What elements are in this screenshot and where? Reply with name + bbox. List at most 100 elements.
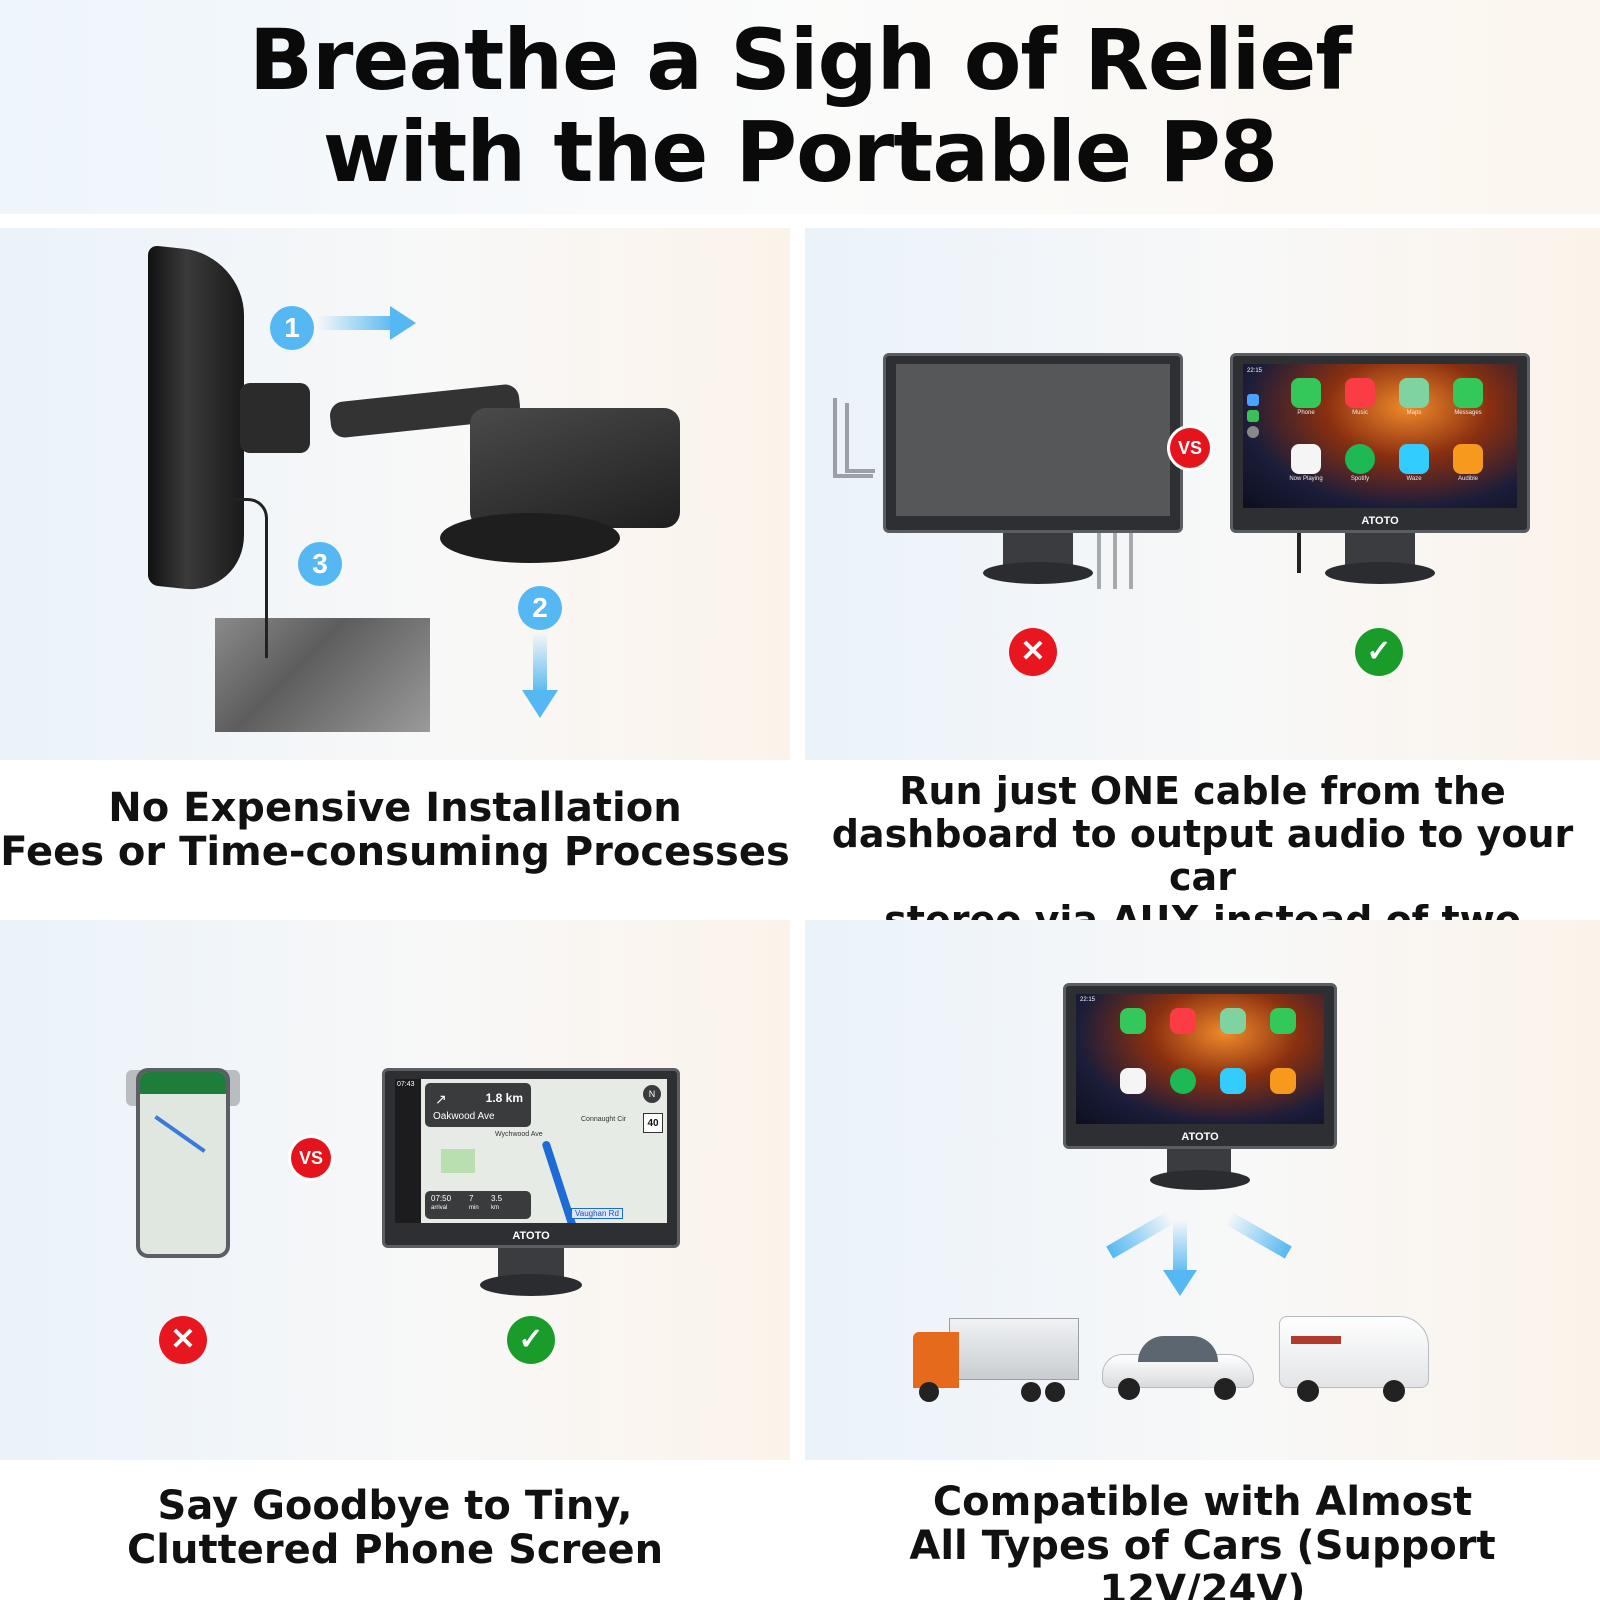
nav-arrival: 07:50 <box>431 1194 452 1203</box>
old-screen-stand-base <box>983 562 1093 584</box>
old-screen-image <box>883 353 1183 533</box>
nav-mins: 7 <box>469 1194 474 1203</box>
sidebar-phone-icon <box>1247 410 1259 422</box>
compat-app-maps-icon <box>1220 1008 1246 1034</box>
panel-compatibility: 22:15 ATOTO <box>805 920 1600 1460</box>
step-1-arrowhead-icon <box>390 306 416 340</box>
step-1-arrow-icon <box>318 316 396 330</box>
app-audible-icon <box>1453 444 1483 474</box>
old-screen-cable-mid-image <box>1113 533 1117 589</box>
mount-ball-image <box>240 383 310 453</box>
vs-badge-cable: VS <box>1170 428 1210 468</box>
app-phone-label: Phone <box>1297 410 1315 416</box>
nav-eta-card: 07:50 arrival 7 min 3.5 km <box>425 1191 531 1219</box>
step-3-badge: 3 <box>298 542 342 586</box>
nav-mins-label: min <box>469 1205 479 1211</box>
app-music-icon <box>1345 378 1375 408</box>
single-cable-image <box>1297 533 1301 573</box>
car-console-image <box>215 618 430 732</box>
nav-street: Oakwood Ave <box>433 1111 495 1122</box>
compat-app-spotify-icon <box>1170 1068 1196 1094</box>
app-maps-label: Maps <box>1406 410 1422 416</box>
panel-cable: VS 22:15 Phone Music Maps Messages Now P… <box>805 228 1600 760</box>
step-2-arrow-icon <box>533 632 547 694</box>
app-audible-label: Audible <box>1457 476 1478 482</box>
compat-app-phone-icon <box>1120 1008 1146 1034</box>
nav-speed-limit: 40 <box>643 1113 663 1133</box>
compat-brand-logo: ATOTO <box>1181 1131 1219 1143</box>
caption-band-compat: Compatible with Almost All Types of Cars… <box>805 1460 1600 1600</box>
caption-compat-line-2: All Types of Cars (Support 12V/24V) <box>909 1523 1496 1600</box>
app-messages-icon <box>1453 378 1483 408</box>
app-spotify-label: Spotify <box>1350 476 1370 482</box>
compat-carplay-screen-image: 22:15 ATOTO <box>1063 983 1337 1149</box>
caption-installation-line-2: Fees or Time-consuming Processes <box>0 829 790 875</box>
old-screen-cables-image <box>1097 533 1133 589</box>
caption-band-screen: Say Goodbye to Tiny, Cluttered Phone Scr… <box>0 1460 790 1600</box>
compat-stand-base <box>1150 1170 1250 1190</box>
cross-icon: ✕ <box>1009 628 1057 676</box>
old-screen-display <box>896 364 1170 516</box>
compat-app-audible-icon <box>1270 1068 1296 1094</box>
arrow-right-icon <box>1224 1211 1292 1259</box>
caption-cable-line-2: dashboard to output audio to your car <box>831 812 1574 899</box>
nav-turn-arrow-icon: ↗ <box>435 1091 447 1107</box>
step-2-arrowhead-icon <box>522 690 558 718</box>
panel-installation: 1 2 3 <box>0 228 790 760</box>
caption-screen: Say Goodbye to Tiny, Cluttered Phone Scr… <box>0 1484 790 1572</box>
sidebar-settings-icon <box>1247 426 1259 438</box>
app-maps-icon <box>1399 378 1429 408</box>
checkmark-icon-2: ✓ <box>507 1316 555 1364</box>
nav-display: 07:43 1.8 km ↗ Oakwood Ave Wychwood Ave … <box>395 1079 667 1223</box>
carplay-stand-base <box>1325 562 1435 584</box>
caption-installation: No Expensive Installation Fees or Time-c… <box>0 786 790 874</box>
nav-km: 3.5 <box>491 1194 503 1203</box>
phone-nav-banner <box>140 1072 226 1094</box>
nav-park-area <box>441 1149 475 1173</box>
caption-installation-line-1: No Expensive Installation <box>108 785 682 831</box>
vs-badge-screen: VS <box>291 1138 331 1178</box>
phone-image <box>136 1068 230 1258</box>
multi-cable-lines-2-image <box>845 403 875 473</box>
nav-street-label-2: Wychwood Ave <box>495 1131 543 1138</box>
compat-carplay-display: 22:15 <box>1076 994 1324 1124</box>
caption-cable: Run just ONE cable from the dashboard to… <box>805 770 1600 942</box>
nav-street-label-3: Connaught Cir <box>581 1116 627 1123</box>
app-phone-icon <box>1291 378 1321 408</box>
nav-destination: Vaughan Rd <box>571 1208 623 1219</box>
device-side-image <box>148 244 244 596</box>
nav-sidebar: 07:43 <box>395 1079 421 1223</box>
step-2-badge: 2 <box>518 586 562 630</box>
compat-app-music-icon <box>1170 1008 1196 1034</box>
page-title: Breathe a Sigh of Relief with the Portab… <box>0 14 1600 198</box>
nav-turn-card: 1.8 km ↗ Oakwood Ave <box>425 1083 531 1127</box>
compat-app-nowplaying-icon <box>1120 1068 1146 1094</box>
nav-distance: 1.8 km <box>485 1091 523 1105</box>
carplay-screen-image: 22:15 Phone Music Maps Messages Now Play… <box>1230 353 1530 533</box>
caption-screen-line-1: Say Goodbye to Tiny, <box>157 1483 633 1529</box>
caption-screen-line-2: Cluttered Phone Screen <box>126 1527 664 1573</box>
arrow-down-icon <box>1173 1220 1187 1276</box>
caption-band-cable: Run just ONE cable from the dashboard to… <box>805 760 1600 942</box>
compat-app-waze-icon <box>1220 1068 1246 1094</box>
carplay-sidebar: 22:15 <box>1247 368 1267 504</box>
app-music-label: Music <box>1352 410 1368 416</box>
nav-brand-logo: ATOTO <box>512 1230 550 1242</box>
app-waze-label: Waze <box>1406 476 1422 482</box>
phone-map-route <box>154 1115 206 1153</box>
nav-stand-base <box>480 1274 582 1296</box>
cross-icon-2: ✕ <box>159 1316 207 1364</box>
app-nowplaying-icon <box>1291 444 1321 474</box>
sedan-image <box>1102 1332 1254 1402</box>
multi-cable-lines-image <box>833 398 873 478</box>
arrow-left-icon <box>1106 1211 1174 1259</box>
sidebar-maps-icon <box>1247 394 1259 406</box>
title-line-1: Breathe a Sigh of Relief <box>249 11 1352 109</box>
title-line-2: with the Portable P8 <box>322 103 1278 201</box>
arrowhead-down-icon <box>1163 1270 1197 1296</box>
nav-km-label: km <box>491 1205 499 1211</box>
nav-screen-image: 07:43 1.8 km ↗ Oakwood Ave Wychwood Ave … <box>382 1068 680 1248</box>
suction-cup-image <box>440 513 620 563</box>
nav-status-time: 07:43 <box>397 1081 415 1088</box>
panel-screen-size: VS 07:43 1.8 km ↗ Oakwood Ave Wychwood A… <box>0 920 790 1460</box>
